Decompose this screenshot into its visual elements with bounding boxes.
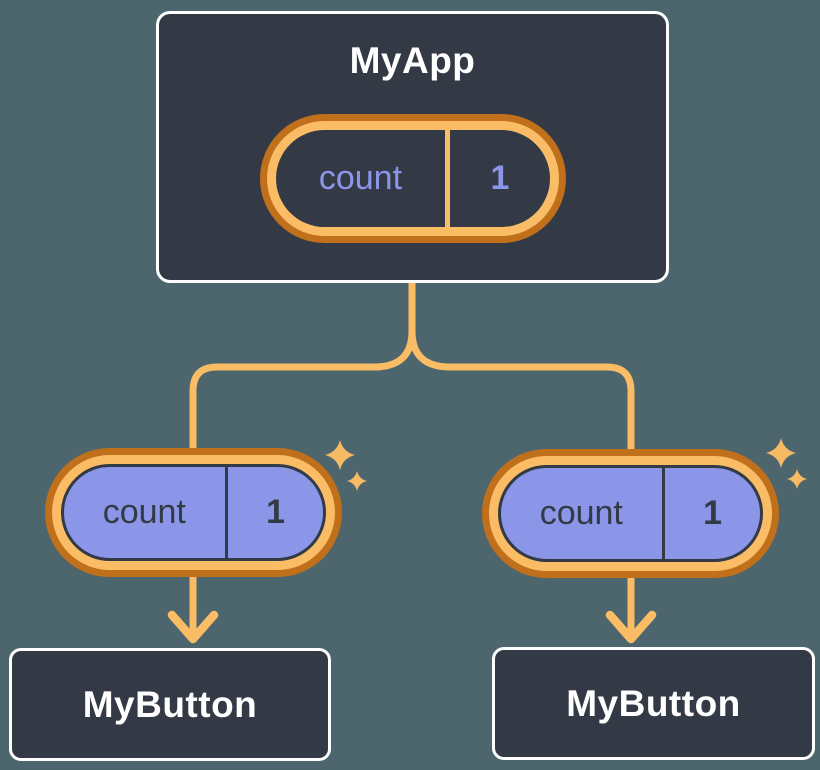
component-label: MyButton bbox=[82, 683, 258, 725]
state-pill-root: count 1 bbox=[259, 114, 566, 243]
arrow-down-icon bbox=[167, 610, 219, 644]
component-node-myapp: MyApp count 1 bbox=[156, 11, 669, 283]
pill-divider bbox=[445, 130, 451, 227]
state-pill-body: count 1 bbox=[498, 465, 763, 562]
connector-line-right bbox=[408, 280, 635, 641]
component-label: MyApp bbox=[349, 40, 476, 81]
component-node-mybutton-right: MyButton bbox=[492, 647, 815, 760]
state-name: count bbox=[102, 493, 186, 531]
state-pill-body: count 1 bbox=[275, 130, 550, 227]
connector-line-left bbox=[189, 280, 416, 641]
state-name: count bbox=[318, 159, 403, 197]
pill-divider bbox=[661, 468, 666, 559]
state-pill-body: count 1 bbox=[61, 464, 326, 561]
arrow-down-icon bbox=[605, 610, 657, 644]
sparkles-icon bbox=[766, 438, 807, 489]
pill-divider bbox=[224, 467, 229, 558]
component-node-mybutton-left: MyButton bbox=[9, 648, 331, 761]
state-value: 1 bbox=[490, 159, 510, 197]
state-name: count bbox=[539, 494, 623, 532]
sparkles-icon bbox=[325, 440, 367, 491]
state-pill-child-right: count 1 bbox=[482, 449, 779, 578]
state-pill-ring: count 1 bbox=[266, 121, 559, 236]
state-pill-ring: count 1 bbox=[52, 455, 335, 570]
state-pill-ring: count 1 bbox=[489, 456, 772, 571]
state-value: 1 bbox=[703, 494, 722, 532]
state-value: 1 bbox=[266, 493, 285, 531]
state-pill-child-left: count 1 bbox=[45, 448, 342, 577]
component-label: MyButton bbox=[566, 682, 741, 724]
